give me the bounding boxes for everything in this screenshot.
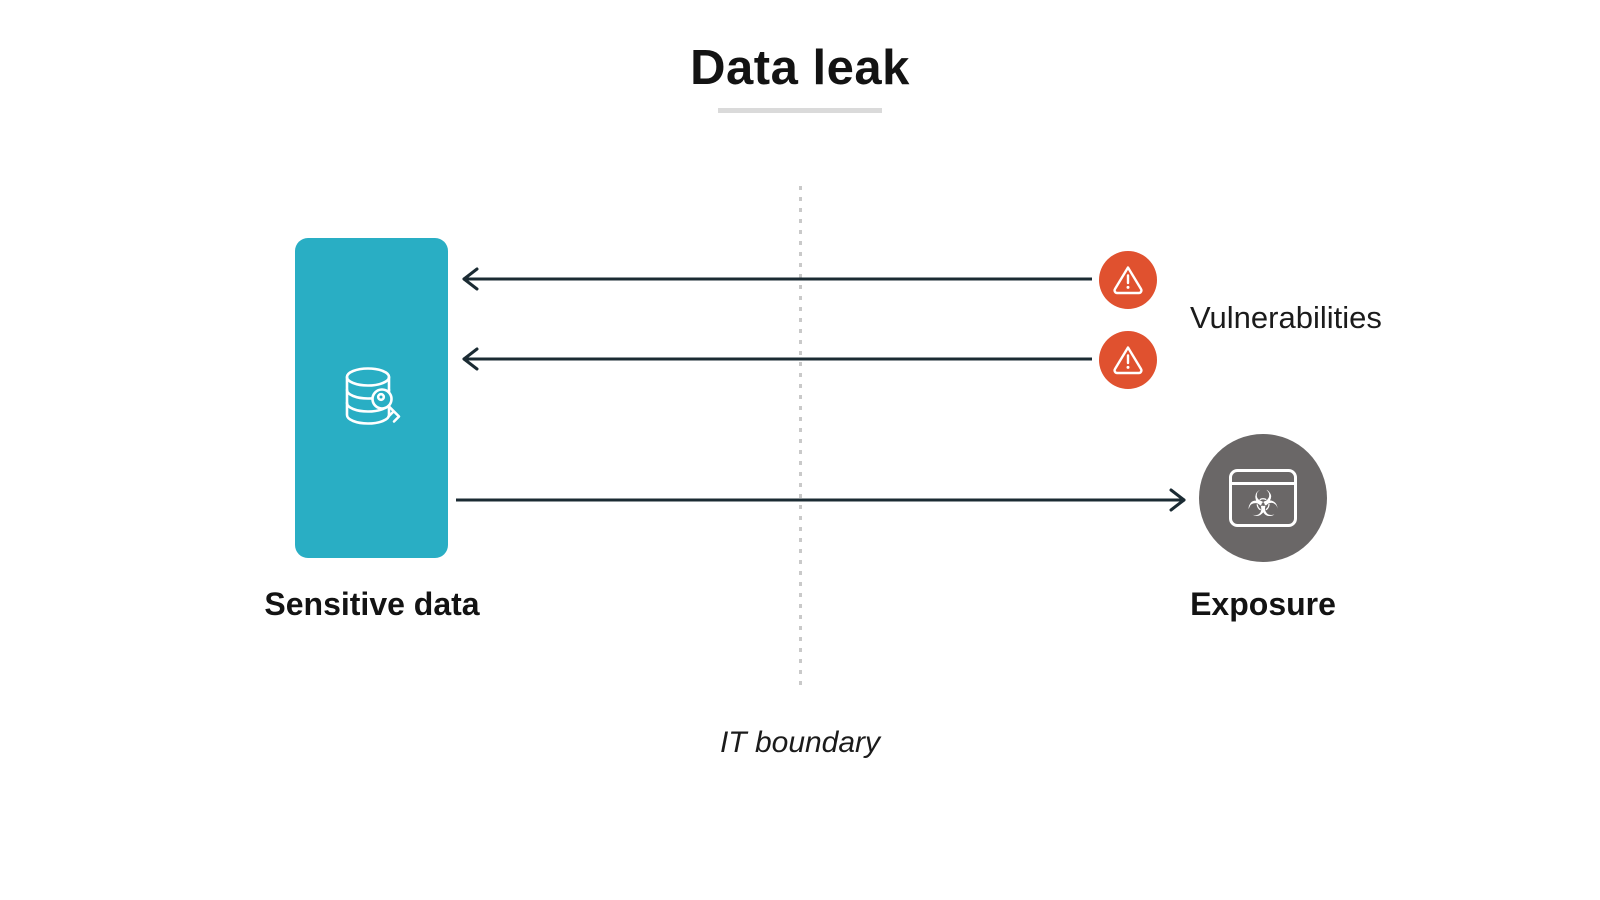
- exposure-node: ☣: [1199, 434, 1327, 562]
- title-underline: [718, 108, 882, 113]
- arrow-data-to-exposure: [456, 488, 1186, 512]
- biohazard-window-icon: ☣: [1229, 469, 1297, 527]
- it-boundary-line: [799, 186, 802, 692]
- warning-triangle-icon: [1113, 346, 1143, 375]
- vulnerabilities-label: Vulnerabilities: [1190, 300, 1382, 335]
- arrow-vulnerability-1: [462, 267, 1092, 291]
- sensitive-data-node: [295, 238, 448, 558]
- arrow-vulnerability-2: [462, 347, 1092, 371]
- warning-triangle-icon: [1113, 266, 1143, 295]
- it-boundary-label: IT boundary: [719, 726, 881, 759]
- sensitive-data-label: Sensitive data: [264, 586, 480, 622]
- database-key-icon: [345, 367, 400, 425]
- diagram-title: Data leak: [690, 41, 910, 95]
- biohazard-glyph: ☣: [1247, 484, 1279, 525]
- vulnerability-node-2: [1099, 331, 1157, 389]
- exposure-label: Exposure: [1190, 586, 1336, 622]
- vulnerability-node-1: [1099, 251, 1157, 309]
